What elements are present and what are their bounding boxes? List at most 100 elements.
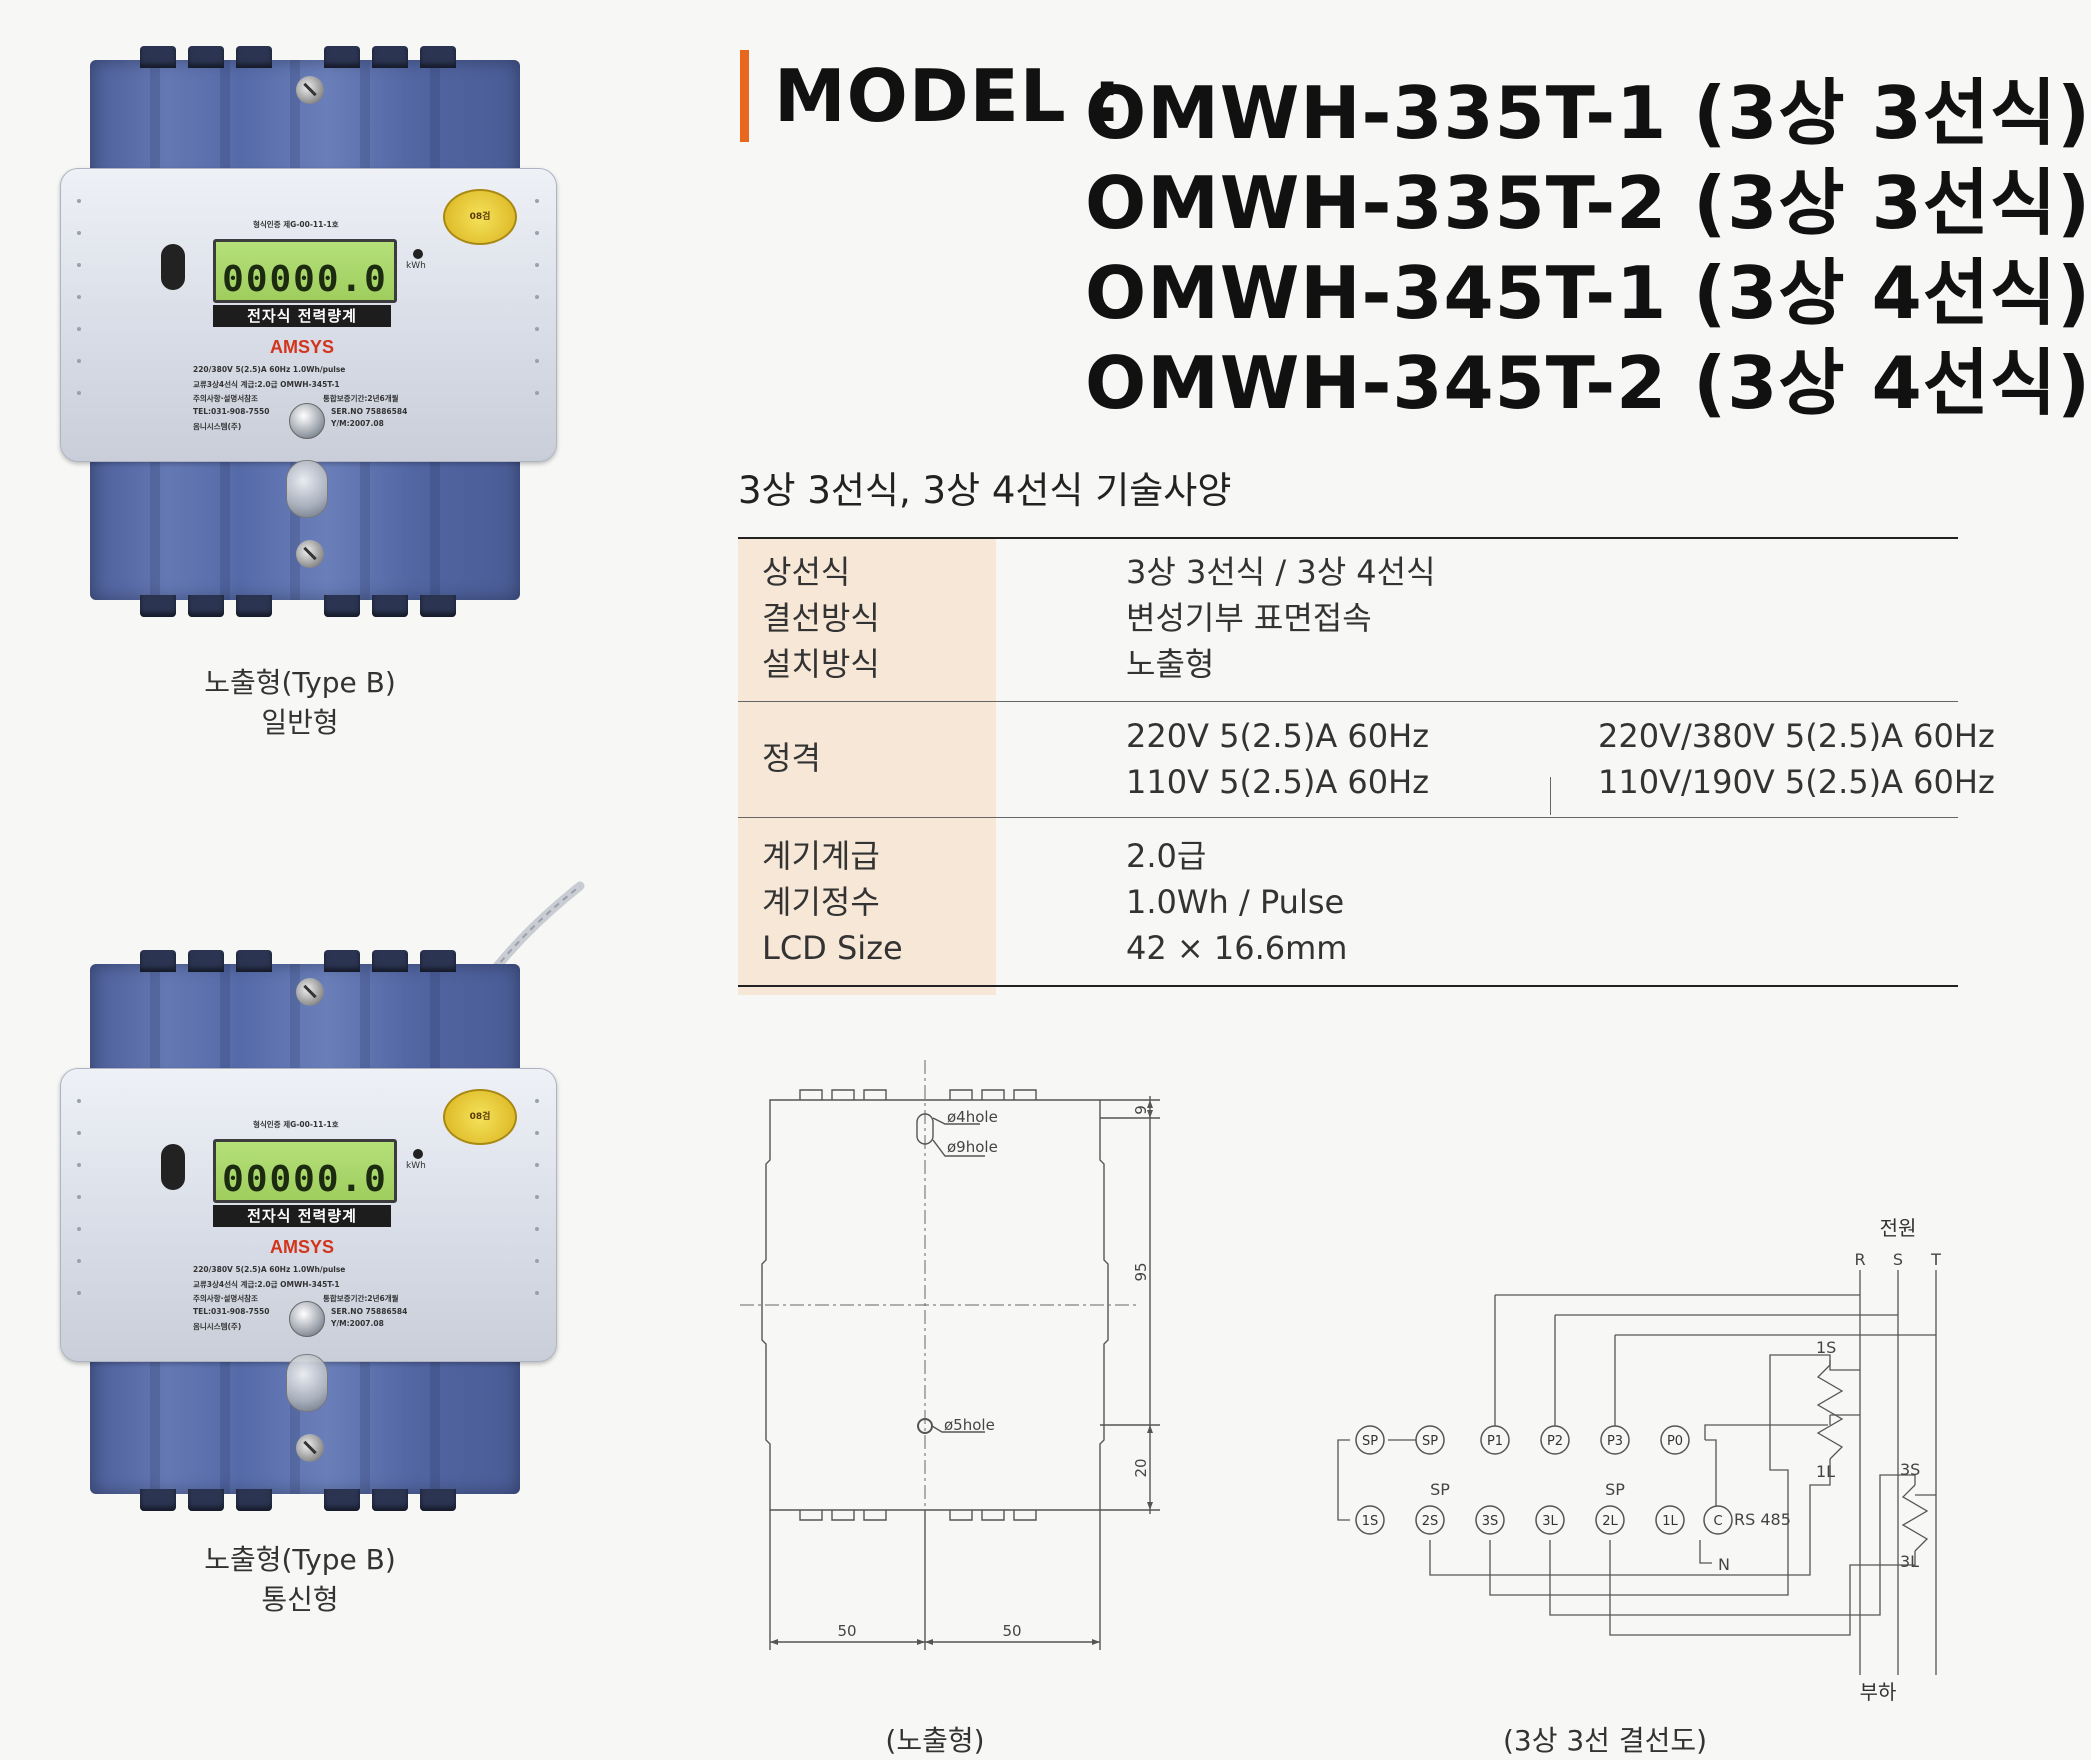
meter-year-month: Y/M:2007.08 <box>331 419 384 428</box>
phase-t-label: T <box>1930 1250 1941 1269</box>
model-name-4: OMWH-345T-2 (3상 4선식) <box>1085 341 2091 425</box>
meter-front-panel: 형식인증 제G-00-11-1호 08검 00000.0 kWh 전자식 전력량… <box>60 168 557 462</box>
spec-label-connection: 결선방식 <box>762 599 880 637</box>
meter-inspection-seal: 08검 <box>443 1089 517 1145</box>
pulse-led-icon <box>413 249 423 259</box>
keyhole-icon <box>161 244 185 290</box>
spec-value-rating-2: 110V 5(2.5)A 60Hz <box>1126 763 1429 801</box>
hole-label-5: ø5hole <box>944 1416 995 1434</box>
heading-accent-bar <box>740 50 749 142</box>
hole-label-9: ø9hole <box>947 1138 998 1156</box>
sealing-clip-icon <box>286 1354 328 1412</box>
seal-lock-icon <box>289 1301 325 1337</box>
meter-tel: TEL:031-908-7550 <box>193 407 270 416</box>
ct1-bottom-label: 1L <box>1816 1462 1835 1481</box>
hole-label-4: ø4hole <box>947 1108 998 1126</box>
spec-table: 상선식 결선방식 설치방식 3상 3선식 / 3상 4선식 변성기부 표면접속 … <box>738 537 1995 995</box>
screw-icon <box>296 1434 324 1462</box>
spec-label-installation: 설치방식 <box>762 645 880 683</box>
meter-inspection-seal: 08검 <box>443 189 517 245</box>
screw-icon <box>296 978 324 1006</box>
terminal-bottom-3: 3S <box>1482 1514 1499 1529</box>
phase-s-label: S <box>1893 1250 1903 1269</box>
meter-lcd-display: 00000.0 <box>213 1139 397 1203</box>
dimension-caption: (노출형) <box>885 1724 984 1757</box>
ct2-bottom-label: 3L <box>1900 1552 1919 1571</box>
meter-spec-line: 220/380V 5(2.5)A 60Hz 1.0Wh/pulse <box>193 1265 346 1274</box>
spec-label-phase-wire: 상선식 <box>762 553 851 591</box>
wiring-caption: (3상 3선 결선도) <box>1503 1724 1707 1757</box>
spec-value-constant: 1.0Wh / Pulse <box>1126 883 1345 921</box>
seal-lock-icon <box>289 403 325 439</box>
meter-top-terminals <box>140 950 456 972</box>
caption-kind: 일반형 <box>261 706 339 739</box>
screw-icon <box>296 540 324 568</box>
meter-serial: SER.NO 75886584 <box>331 407 408 416</box>
rs485-label: RS 485 <box>1734 1510 1791 1529</box>
spec-label-accuracy: 계기계급 <box>762 837 880 875</box>
spec-value-rating-1: 220V 5(2.5)A 60Hz <box>1126 717 1429 755</box>
product-caption-communication: 노출형(Type B) 통신형 <box>150 1540 450 1620</box>
terminal-top-5: P3 <box>1607 1434 1623 1449</box>
dim-left-width: 50 <box>837 1622 856 1640</box>
load-label: 부하 <box>1860 1680 1897 1704</box>
spec-label-rating: 정격 <box>762 739 821 777</box>
terminal-top-6: P0 <box>1667 1434 1683 1449</box>
terminal-top-4: P2 <box>1547 1434 1563 1449</box>
meter-banner: 전자식 전력량계 <box>213 305 391 327</box>
sealing-clip-icon <box>286 460 328 518</box>
spec-value-connection: 변성기부 표면접속 <box>1126 599 1372 637</box>
neutral-label: N <box>1718 1555 1730 1574</box>
terminal-bottom-2: 2S <box>1422 1514 1439 1529</box>
caption-type: 노출형(Type B) <box>204 666 396 699</box>
top-terminal-tabs <box>799 1089 1037 1100</box>
model-name-1: OMWH-335T-1 (3상 3선식) <box>1085 71 2091 155</box>
meter-serial: SER.NO 75886584 <box>331 1307 408 1316</box>
terminal-bottom-5: 2L <box>1602 1514 1618 1529</box>
meter-spec-line: 220/380V 5(2.5)A 60Hz 1.0Wh/pulse <box>193 365 346 374</box>
meter-maker: 옴니시스템(주) <box>193 422 242 431</box>
meter-brand: AMSYS <box>269 1237 334 1257</box>
meter-tel: TEL:031-908-7550 <box>193 1307 270 1316</box>
dim-bottom: 20 <box>1132 1458 1150 1477</box>
meter-approval-text: 형식인증 제G-00-11-1호 <box>253 220 339 229</box>
spec-label-lcd-size: LCD Size <box>762 929 903 967</box>
rating-divider <box>1550 777 1551 815</box>
model-name-3: OMWH-345T-1 (3상 4선식) <box>1085 251 2091 335</box>
source-label: 전원 <box>1880 1216 1917 1240</box>
dim-top: 9 <box>1132 1105 1150 1115</box>
meter-photo-communication: 형식인증 제G-00-11-1호 08검 00000.0 kWh 전자식 전력량… <box>60 944 580 1511</box>
meter-year-month: Y/M:2007.08 <box>331 1319 384 1328</box>
ct2-top-label: 3S <box>1900 1460 1920 1479</box>
ct1-coil <box>1816 1364 1844 1460</box>
meter-photo-general: 형식인증 제G-00-11-1호 08검 00000.0 kWh 전자식 전력량… <box>60 40 580 617</box>
spec-value-rating-3: 220V/380V 5(2.5)A 60Hz <box>1598 717 1995 755</box>
spec-value-accuracy: 2.0급 <box>1126 837 1207 875</box>
sp-label-left: SP <box>1430 1480 1450 1499</box>
dim-middle: 95 <box>1132 1262 1150 1281</box>
meter-spec-line: 교류3상4선식 계급:2.0급 OMWH-345T-1 <box>193 380 340 389</box>
wiring-diagram: SP SP P1 P2 P3 P0 1S 2S 3S 3L 2L 1L C SP… <box>1337 1216 1941 1757</box>
meter-maker: 옴니시스템(주) <box>193 1322 242 1331</box>
spec-section-title: 3상 3선식, 3상 4선식 기술사양 <box>738 469 1232 512</box>
ct1-top-label: 1S <box>1816 1338 1836 1357</box>
caption-type: 노출형(Type B) <box>204 1543 396 1576</box>
product-caption-general: 노출형(Type B) 일반형 <box>150 663 450 743</box>
meter-bottom-terminals <box>140 595 456 617</box>
terminal-bottom-6: 1L <box>1662 1514 1678 1529</box>
meter-spec-line: 통합보증기간:2년6개월 <box>323 394 399 403</box>
spec-value-rating-4: 110V/190V 5(2.5)A 60Hz <box>1598 763 1995 801</box>
meter-lcd-display: 00000.0 <box>213 239 397 303</box>
terminal-top-2: SP <box>1422 1434 1438 1449</box>
meter-kwh-label: kWh <box>406 261 426 271</box>
dimension-drawing: ø4hole ø9hole ø5hole 9 95 20 50 50 (노출형) <box>740 1060 1160 1757</box>
spec-value-installation: 노출형 <box>1126 645 1215 683</box>
terminal-bottom-4: 3L <box>1542 1514 1558 1529</box>
ct2-coil <box>1901 1484 1929 1552</box>
label-column-shade <box>738 539 996 995</box>
terminal-top-1: SP <box>1362 1434 1378 1449</box>
dim-right-width: 50 <box>1002 1622 1021 1640</box>
bottom-terminal-tabs <box>799 1510 1037 1521</box>
spec-label-constant: 계기정수 <box>762 883 880 921</box>
spec-value-phase-wire: 3상 3선식 / 3상 4선식 <box>1126 553 1436 591</box>
